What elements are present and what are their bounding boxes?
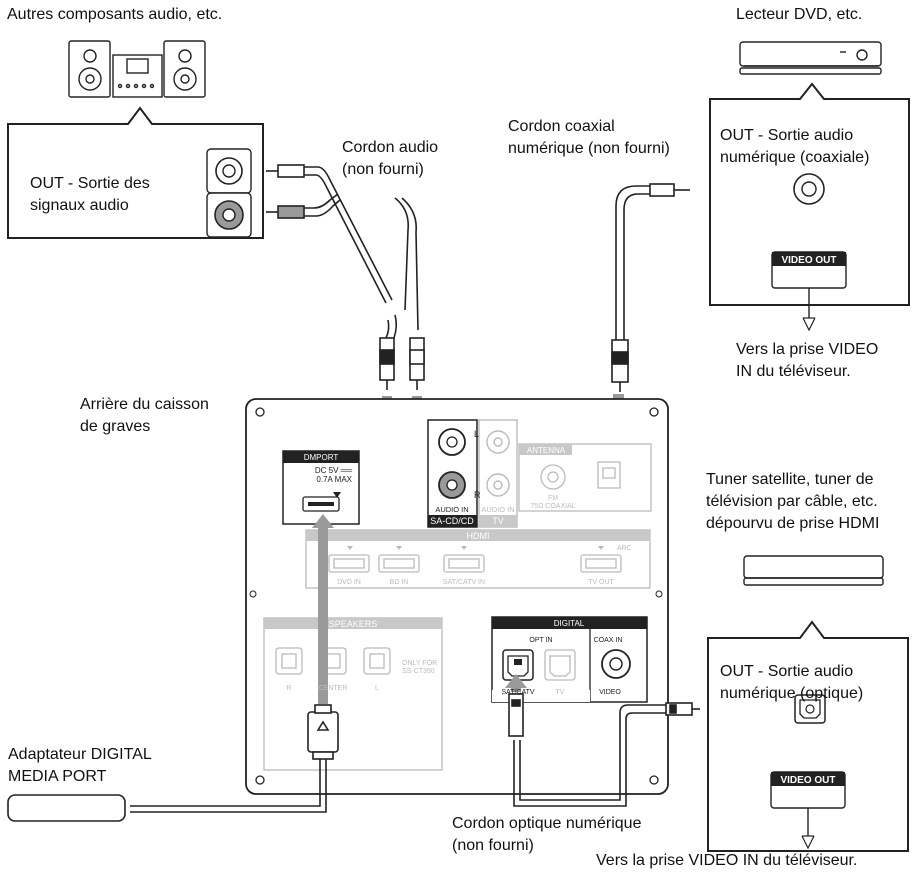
dc-rating: DC 5V ══ (315, 466, 352, 475)
tv-opt-label: TV (556, 689, 565, 696)
digital-label: DIGITAL (554, 619, 585, 628)
audio-cord-label-1: Cordon audio (342, 139, 439, 156)
optical-out-jack (794, 694, 826, 724)
tuner-icon (743, 555, 884, 586)
dvd-player-icon (739, 41, 882, 75)
sat-catv-in-label: SAT/CATV IN (443, 579, 485, 586)
speaker-l-label: L (375, 685, 379, 692)
video-out-label-1: VIDEO OUT (781, 255, 836, 266)
optical-cord-label-2: (non fourni) (452, 837, 534, 854)
other-audio-label: Autres composants audio, etc. (7, 6, 223, 23)
sat-catv-label: SAT/CATV (501, 689, 535, 696)
coax-in-label: COAX IN (594, 637, 623, 644)
tv-out-label: TV OUT (588, 579, 614, 586)
optical-out-label-2: numérique (optique) (720, 685, 864, 702)
subwoofer-rear-label-2: de graves (80, 418, 151, 435)
right-channel-label: R (474, 490, 481, 500)
fm-coax-label: 75Ω COAXIAL (530, 503, 575, 510)
to-tv-label-2: Vers la prise VIDEO IN du téléviseur. (596, 852, 858, 869)
arc-label: ARC (617, 545, 632, 552)
dmport-adapter-label-1: Adaptateur DIGITAL (8, 746, 152, 763)
tuner-label-1: Tuner satellite, tuner de (706, 471, 874, 488)
opt-in-label: OPT IN (529, 637, 552, 644)
audio-out-label-2: signaux audio (30, 197, 129, 214)
subwoofer-rear-label-1: Arrière du caisson (80, 396, 209, 413)
to-tv-label-1b: IN du téléviseur. (736, 363, 851, 380)
amp-rating: 0.7A MAX (316, 475, 352, 484)
coax-cable (611, 183, 690, 392)
fm-label: FM (548, 495, 558, 502)
subwoofer-panel (245, 398, 669, 795)
coax-out-label-2: numérique (coaxiale) (720, 149, 870, 166)
optical-out-label-1: OUT - Sortie audio (720, 663, 854, 680)
audio-cable (266, 164, 425, 390)
only-for-label: ONLY FOR (402, 660, 437, 667)
dvd-in-label: DVD IN (337, 579, 361, 586)
speakers-label: SPEAKERS (329, 619, 378, 629)
dmport-arrow (318, 524, 328, 704)
video-label: VIDEO (599, 689, 621, 696)
speaker-center-label: CENTER (319, 685, 348, 692)
optical-cord-label-1: Cordon optique numérique (452, 815, 642, 832)
audio-out-box (7, 106, 264, 239)
coax-out-label-1: OUT - Sortie audio (720, 127, 854, 144)
optical-cable (508, 693, 700, 807)
tuner-label-2: télévision par câble, etc. (706, 493, 878, 510)
coax-cord-label-2: numérique (non fourni) (508, 140, 670, 157)
speaker-r-label: R (286, 685, 291, 692)
audio-in-label: AUDIO IN (435, 505, 468, 514)
dvd-player-label: Lecteur DVD, etc. (736, 6, 863, 23)
dmport-adapter-label-2: MEDIA PORT (8, 768, 107, 785)
audio-cord-label-2: (non fourni) (342, 161, 424, 178)
video-out-label-2: VIDEO OUT (780, 775, 835, 786)
tuner-label-3: dépourvu de prise HDMI (706, 515, 880, 532)
left-channel-label: L (474, 429, 479, 439)
tv-audio-label: TV (492, 516, 504, 526)
sa-cd-label: SA-CD/CD (430, 516, 474, 526)
audio-out-jacks (206, 148, 252, 238)
audio-out-label-1: OUT - Sortie des (30, 175, 150, 192)
optical-out-box (707, 620, 909, 852)
to-tv-label-1a: Vers la prise VIDEO (736, 341, 879, 358)
coax-out-jack (793, 173, 825, 205)
hdmi-label: HDMI (467, 531, 490, 541)
coax-cord-label-1: Cordon coaxial (508, 118, 615, 135)
dmport-header: DMPORT (304, 453, 339, 462)
stereo-system-icon (68, 40, 206, 98)
audio-in-tv-label: AUDIO IN (481, 505, 514, 514)
bd-in-label: BD IN (390, 579, 409, 586)
ss-ct350-label: SS-CT350 (402, 668, 435, 675)
dmport-adapter (7, 704, 339, 822)
antenna-label: ANTENNA (527, 446, 566, 455)
